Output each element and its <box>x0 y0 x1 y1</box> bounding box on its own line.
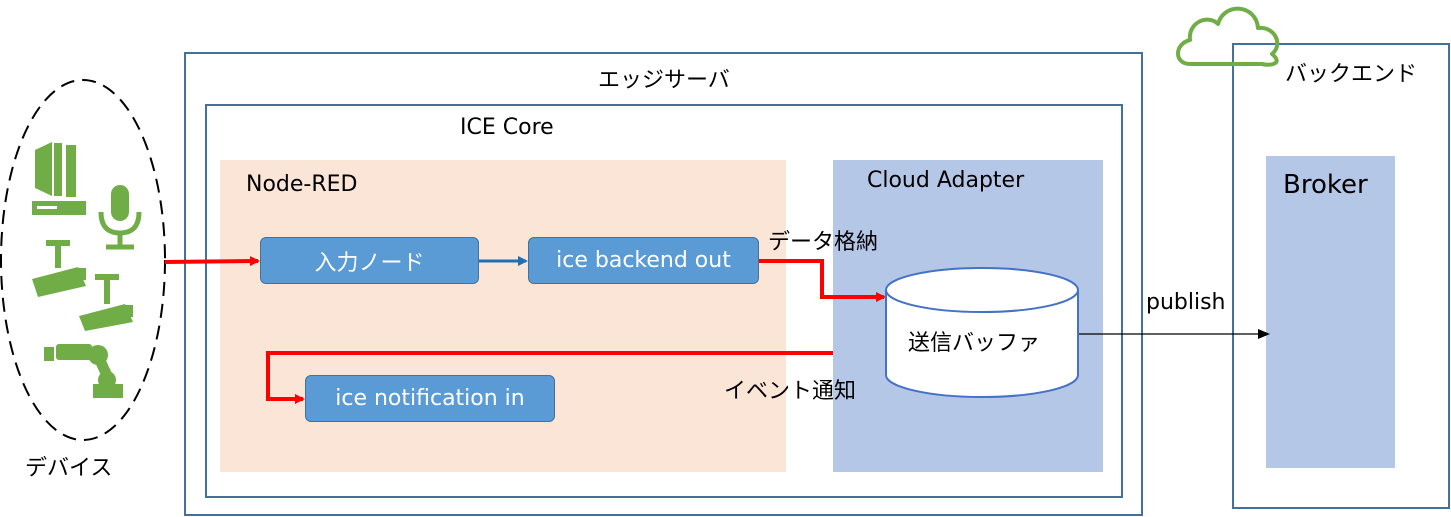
backend-label: バックエンド <box>1285 62 1418 87</box>
ice-notification-in-node[interactable]: ice notification in <box>305 375 555 422</box>
cloud-adapter-label: Cloud Adapter <box>867 168 1025 193</box>
event-to-notification-arrow <box>266 351 833 404</box>
publish-label: publish <box>1146 290 1226 315</box>
store-data-label: データ格納 <box>768 230 879 255</box>
camera-icon <box>79 274 133 331</box>
ice-backend-out-node[interactable]: ice backend out <box>528 237 759 284</box>
devices-label: デバイス <box>25 456 113 481</box>
backend-to-buffer-arrow <box>759 259 886 302</box>
robot-arm-icon <box>44 344 123 398</box>
node-red-label: Node-RED <box>246 172 358 197</box>
event-notify-label: イベント通知 <box>724 379 857 404</box>
send-buffer-label: 送信バッファ <box>908 331 1041 356</box>
send-buffer-cylinder <box>885 267 1079 398</box>
ice-core-label: ICE Core <box>460 115 554 140</box>
input-node[interactable]: 入力ノード <box>260 237 479 284</box>
camera-icon <box>32 240 86 297</box>
edge-server-label: エッジサーバ <box>598 68 730 93</box>
device-to-input-arrow <box>164 256 260 267</box>
broker-area <box>1266 156 1395 468</box>
broker-label: Broker <box>1283 170 1368 200</box>
cloud-icon <box>1176 6 1280 67</box>
device-group-ellipse <box>0 79 166 441</box>
microphone-icon <box>98 185 142 250</box>
speaker-icon <box>32 142 86 215</box>
